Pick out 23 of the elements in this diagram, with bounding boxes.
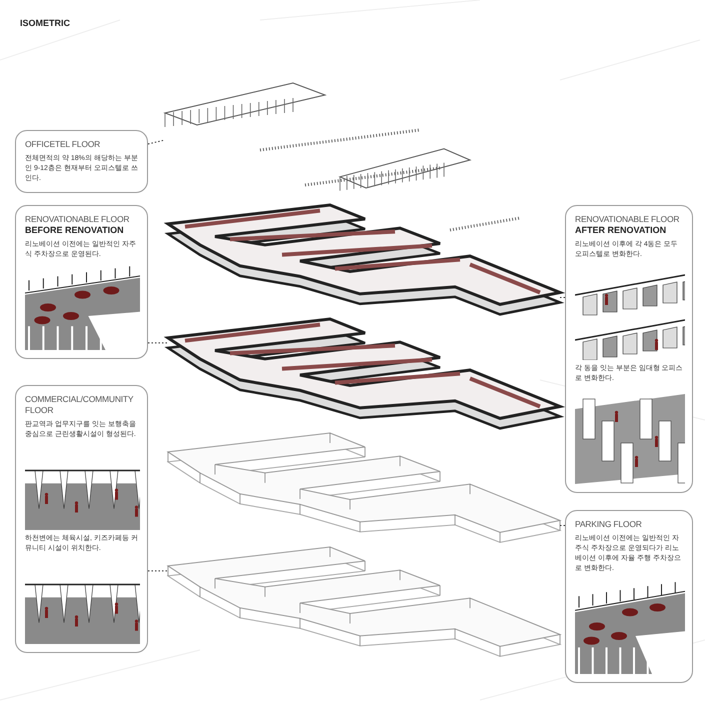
leader-line — [148, 342, 168, 344]
renovation-floor-drawing — [164, 203, 566, 316]
floor-subtitle: AFTER RENOVATION — [575, 225, 668, 236]
floor-title: PARKING FLOOR — [575, 519, 643, 530]
officetel-roof-drawing — [163, 82, 520, 232]
callout-card — [565, 510, 693, 683]
leader-line — [148, 140, 166, 144]
renovation-floor-drawing — [164, 317, 566, 430]
floor-title: COMMERCIAL/COMMUNITY FLOOR — [25, 394, 134, 416]
parking-floor-drawing — [166, 432, 562, 543]
commercial-floor-drawing — [166, 546, 562, 657]
floor-title: RENOVATIONABLE FLOOR — [575, 214, 680, 225]
leader-line — [148, 570, 168, 572]
callout-card — [565, 205, 693, 493]
diagram-title: ISOMETRIC — [20, 18, 70, 28]
leader-line — [560, 525, 566, 526]
callout-card — [15, 205, 148, 359]
leader-line — [560, 297, 566, 298]
callout-card — [15, 130, 148, 193]
floor-subtitle: BEFORE RENOVATION — [25, 225, 125, 236]
callout-card — [15, 385, 148, 653]
floor-title: RENOVATIONABLE FLOOR — [25, 214, 130, 225]
floor-title: OFFICETEL FLOOR — [25, 139, 102, 150]
